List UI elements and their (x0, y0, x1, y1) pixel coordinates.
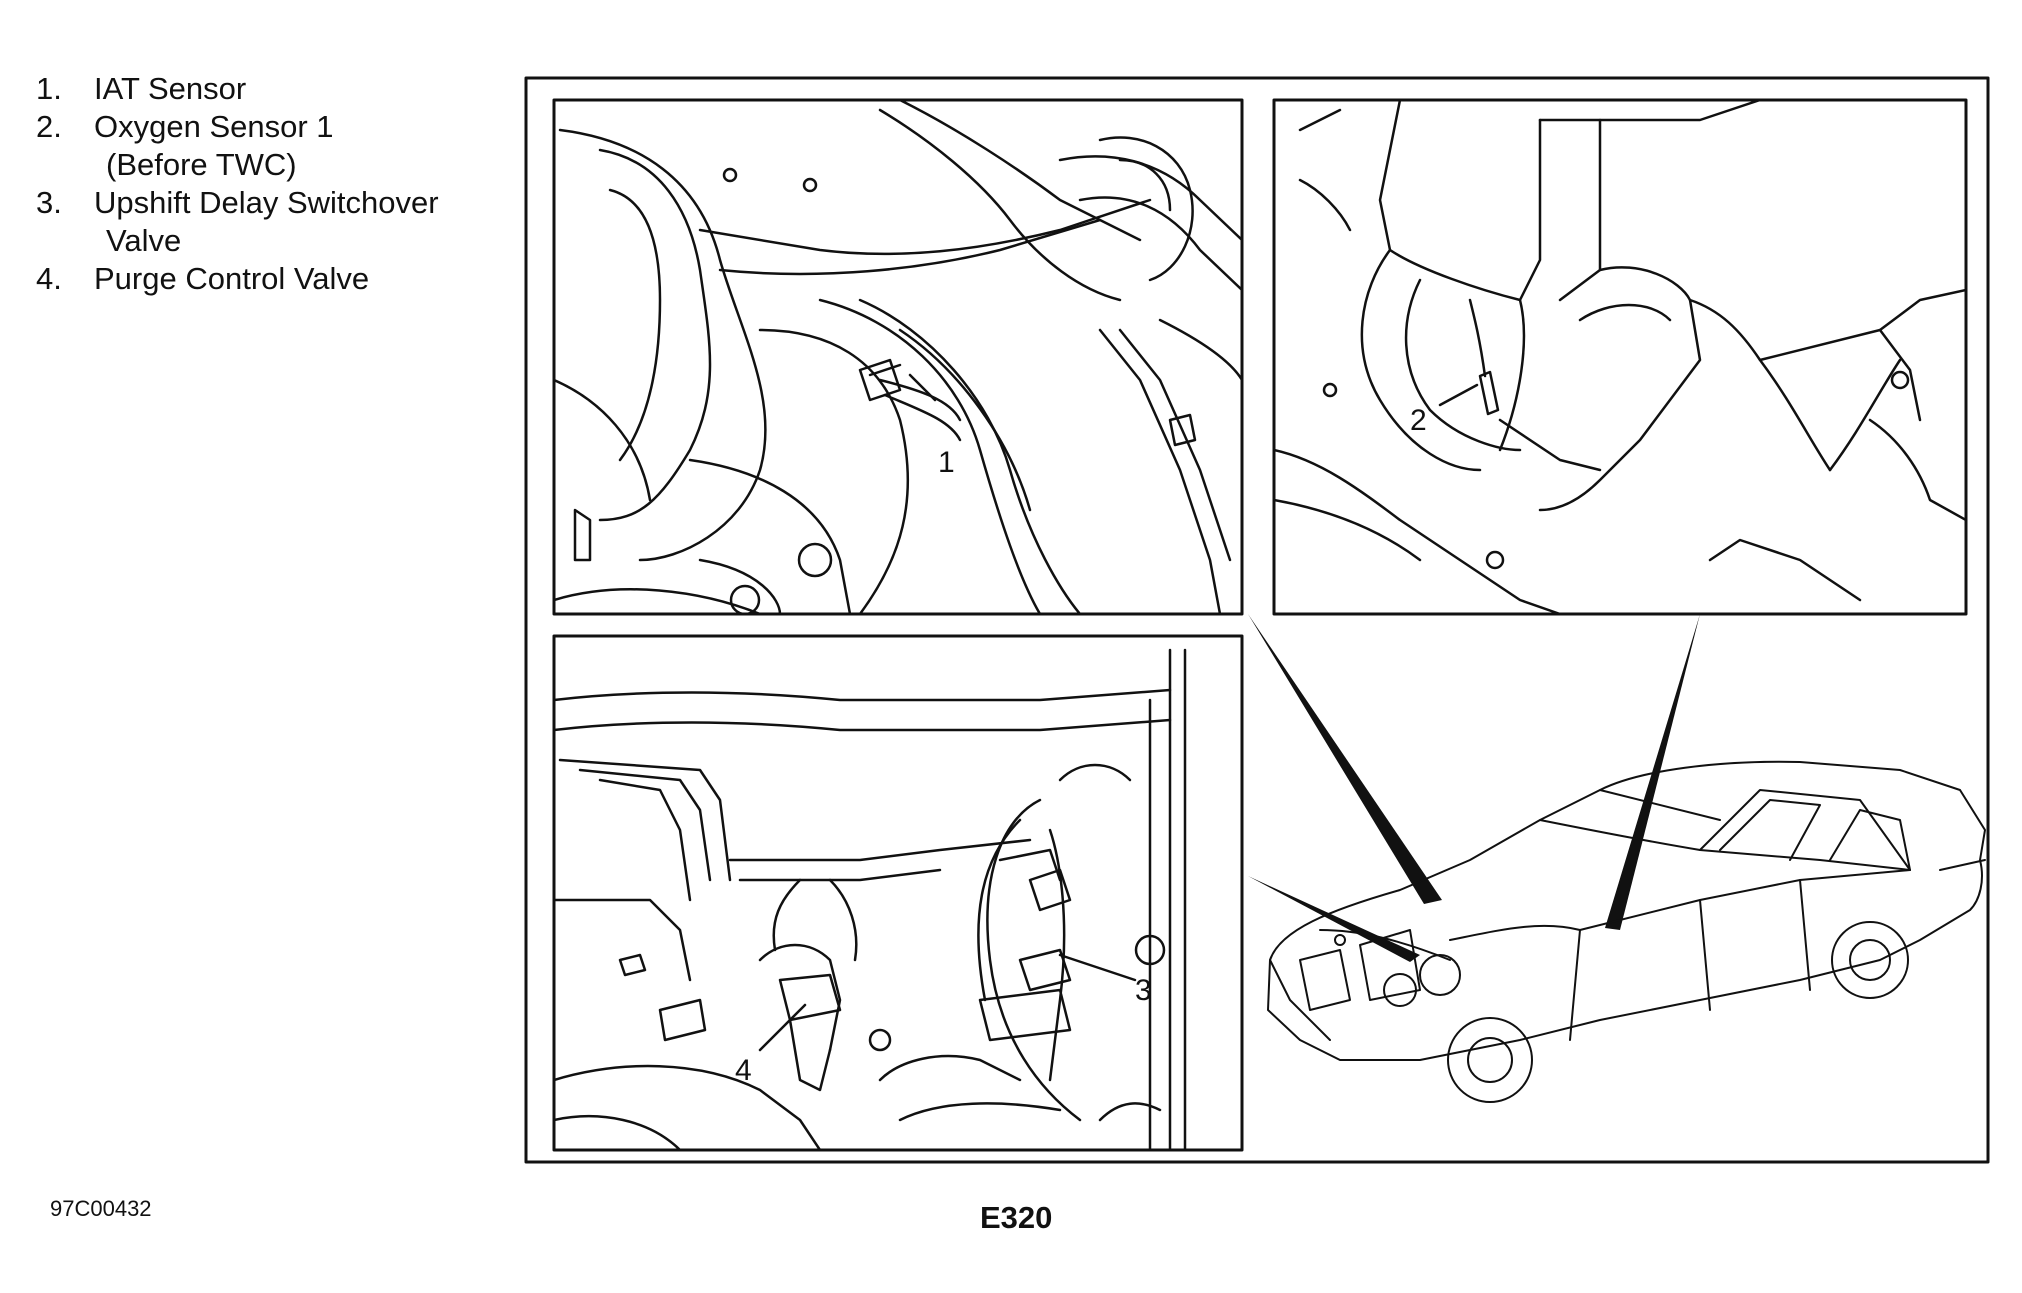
car-illustration (1267, 760, 1986, 1103)
pointer-wedge-valves (1248, 876, 1420, 962)
callout-label-2: 2 (1410, 404, 1427, 437)
panel-frame (552, 634, 1244, 1152)
callout-label-3: 3 (1135, 974, 1152, 1007)
figure-id: 97C00432 (50, 1196, 152, 1221)
callout-leader-2 (1438, 383, 1479, 407)
panel-iat-sensor: 1 (552, 98, 1244, 616)
valve-area-drawing (554, 648, 1187, 1150)
legend-label-continued: Valve (106, 223, 182, 258)
panel-frame (1272, 98, 1968, 616)
callout-leader-1 (908, 373, 937, 402)
engine-bay-drawing (554, 100, 1242, 614)
legend-item-4: 4. Purge Control Valve (36, 260, 439, 298)
model-label: E320 (980, 1200, 1053, 1235)
legend-number: 2. (36, 109, 62, 144)
legend-item-1: 1. IAT Sensor (36, 70, 439, 108)
component-legend: 1. IAT Sensor 2. Oxygen Sensor 1 (Before… (36, 70, 439, 298)
callout-leader-3 (1058, 953, 1137, 982)
legend-label: Oxygen Sensor 1 (94, 109, 334, 144)
legend-number: 3. (36, 185, 62, 220)
pointer-wedge-engine (1248, 614, 1442, 904)
pointer-wedge-exhaust (1605, 614, 1700, 930)
panel-valves: 3 4 (552, 634, 1244, 1152)
legend-label-continued: (Before TWC) (106, 147, 297, 182)
legend-number: 1. (36, 71, 62, 106)
legend-label: IAT Sensor (94, 71, 247, 106)
panel-frame (552, 98, 1244, 616)
callout-label-1: 1 (938, 446, 955, 479)
legend-label: Upshift Delay Switchover (94, 185, 439, 220)
legend-number: 4. (36, 261, 62, 296)
callout-leader-4 (758, 1003, 807, 1052)
legend-item-2: 2. Oxygen Sensor 1 (Before TWC) (36, 108, 439, 184)
exhaust-drawing (1274, 100, 1966, 614)
callout-label-4: 4 (735, 1054, 752, 1087)
panel-oxygen-sensor: 2 (1272, 98, 1968, 616)
outer-frame (524, 76, 1990, 1164)
legend-label: Purge Control Valve (94, 261, 370, 296)
legend-item-3: 3. Upshift Delay Switchover Valve (36, 184, 439, 260)
